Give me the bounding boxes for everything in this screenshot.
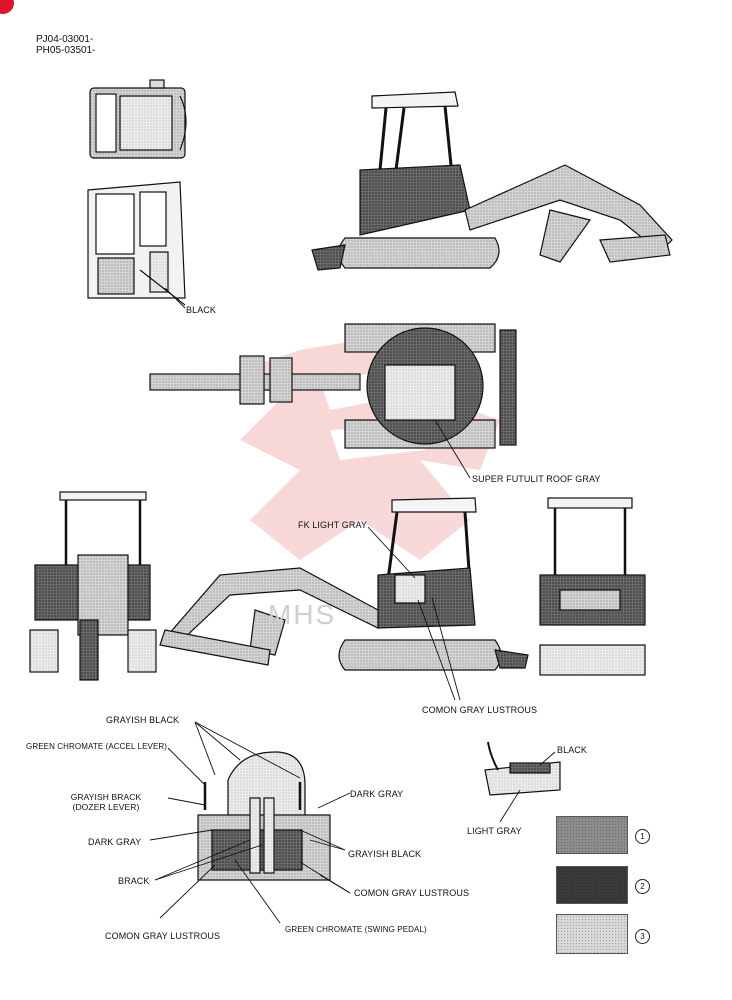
legend-number-1: 1 [635, 829, 650, 844]
corner-badge [0, 0, 14, 14]
label-super-futulit-roof-gray: SUPER FUTULIT ROOF GRAY [472, 474, 601, 484]
model-code-line-2: PH05-03501- [36, 45, 96, 56]
label-light-gray: LIGHT GRAY [467, 826, 522, 836]
label-comon-gray-lustrous-right: COMON GRAY LUSTROUS [354, 888, 470, 898]
excavator-front-view [29, 491, 157, 681]
model-code-header: PJ04-03001- PH05-03501- [36, 34, 95, 56]
legend-swatch-3 [556, 914, 628, 954]
label-dark-gray-right: DARK GRAY [350, 789, 404, 799]
legend-number-3: 3 [635, 929, 650, 944]
label-grayish-black-top: GRAYISH BLACK [106, 715, 180, 725]
label-green-chromate-swing-pedal: GREEN CHROMATE (SWING PEDAL) [285, 925, 427, 934]
excavator-side-view-right [311, 91, 673, 271]
label-green-chromate-accel-lever: GREEN CHROMATE (ACCEL LEVER) [26, 742, 168, 751]
cab-top-view [89, 79, 187, 159]
label-grayish-brack-line-1: GRAYISH BRACK [70, 792, 142, 802]
excavator-rear-view [539, 497, 646, 676]
label-fk-light-gray: FK LIGHT GRAY [298, 520, 367, 530]
label-grayish-brack-dozer-lever: GRAYISH BRACK (DOZER LEVER) [46, 792, 166, 812]
label-black-top: BLACK [186, 305, 217, 315]
operator-seat-view [197, 751, 331, 881]
label-grayish-black-right: GRAYISH BLACK [348, 849, 422, 859]
label-grayish-brack-line-2: (DOZER LEVER) [72, 802, 140, 812]
legend-number-2: 2 [635, 879, 650, 894]
label-black-pedal: BLACK [557, 745, 588, 755]
model-code-line-1: PJ04-03001- [36, 34, 94, 45]
cab-side-view [87, 181, 186, 306]
legend-swatch-2 [556, 866, 628, 904]
leader-lines [149, 287, 556, 924]
legend-swatch-1 [556, 816, 628, 854]
swing-pedal-view [484, 741, 561, 796]
label-comon-gray-lustrous-bottom: COMON GRAY LUSTROUS [105, 931, 221, 941]
label-dark-gray-left: DARK GRAY [88, 837, 142, 847]
watermark-text: MHS [268, 599, 337, 630]
label-brack: BRACK [118, 876, 150, 886]
excavator-side-view-left [159, 497, 529, 671]
excavator-top-view [149, 323, 517, 449]
label-comon-gray-lustrous-side: COMON GRAY LUSTROUS [422, 705, 538, 715]
